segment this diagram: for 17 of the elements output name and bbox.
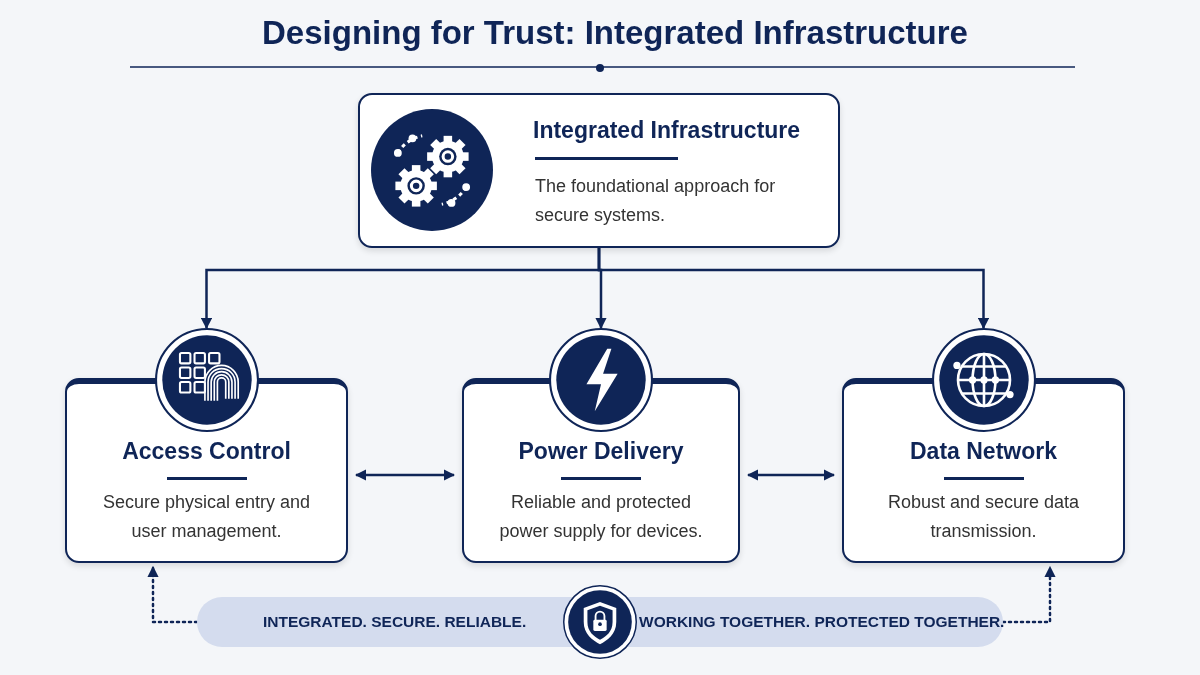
slogan: INTEGRATED. SECURE. RELIABLE. [263,612,527,632]
title: Designing for Trust: Integrated Infrastructure [261,14,969,52]
card-description: Reliable and protected power supply for devices. [498,491,704,543]
dotted-arrow [1001,565,1056,624]
dotted-arrow [147,565,199,624]
box-heading: Integrated Infrastructure [533,117,801,144]
card-description: Robust and secure data transmission. [886,491,1081,543]
card-heading: Power Delivery [517,438,685,465]
card-heading: Data Network [909,438,1058,465]
card-heading: Access Control [121,438,292,465]
arrow [597,248,990,330]
slogan: WORKING TOGETHER. PROTECTED TOGETHER. [639,612,1005,632]
card-description: Secure physical entry and user management. [101,491,312,543]
process-box [358,93,840,248]
double-arrow [746,469,836,481]
box-description: The foundational approach for secure systems. [535,175,777,227]
double-arrow [354,469,456,481]
